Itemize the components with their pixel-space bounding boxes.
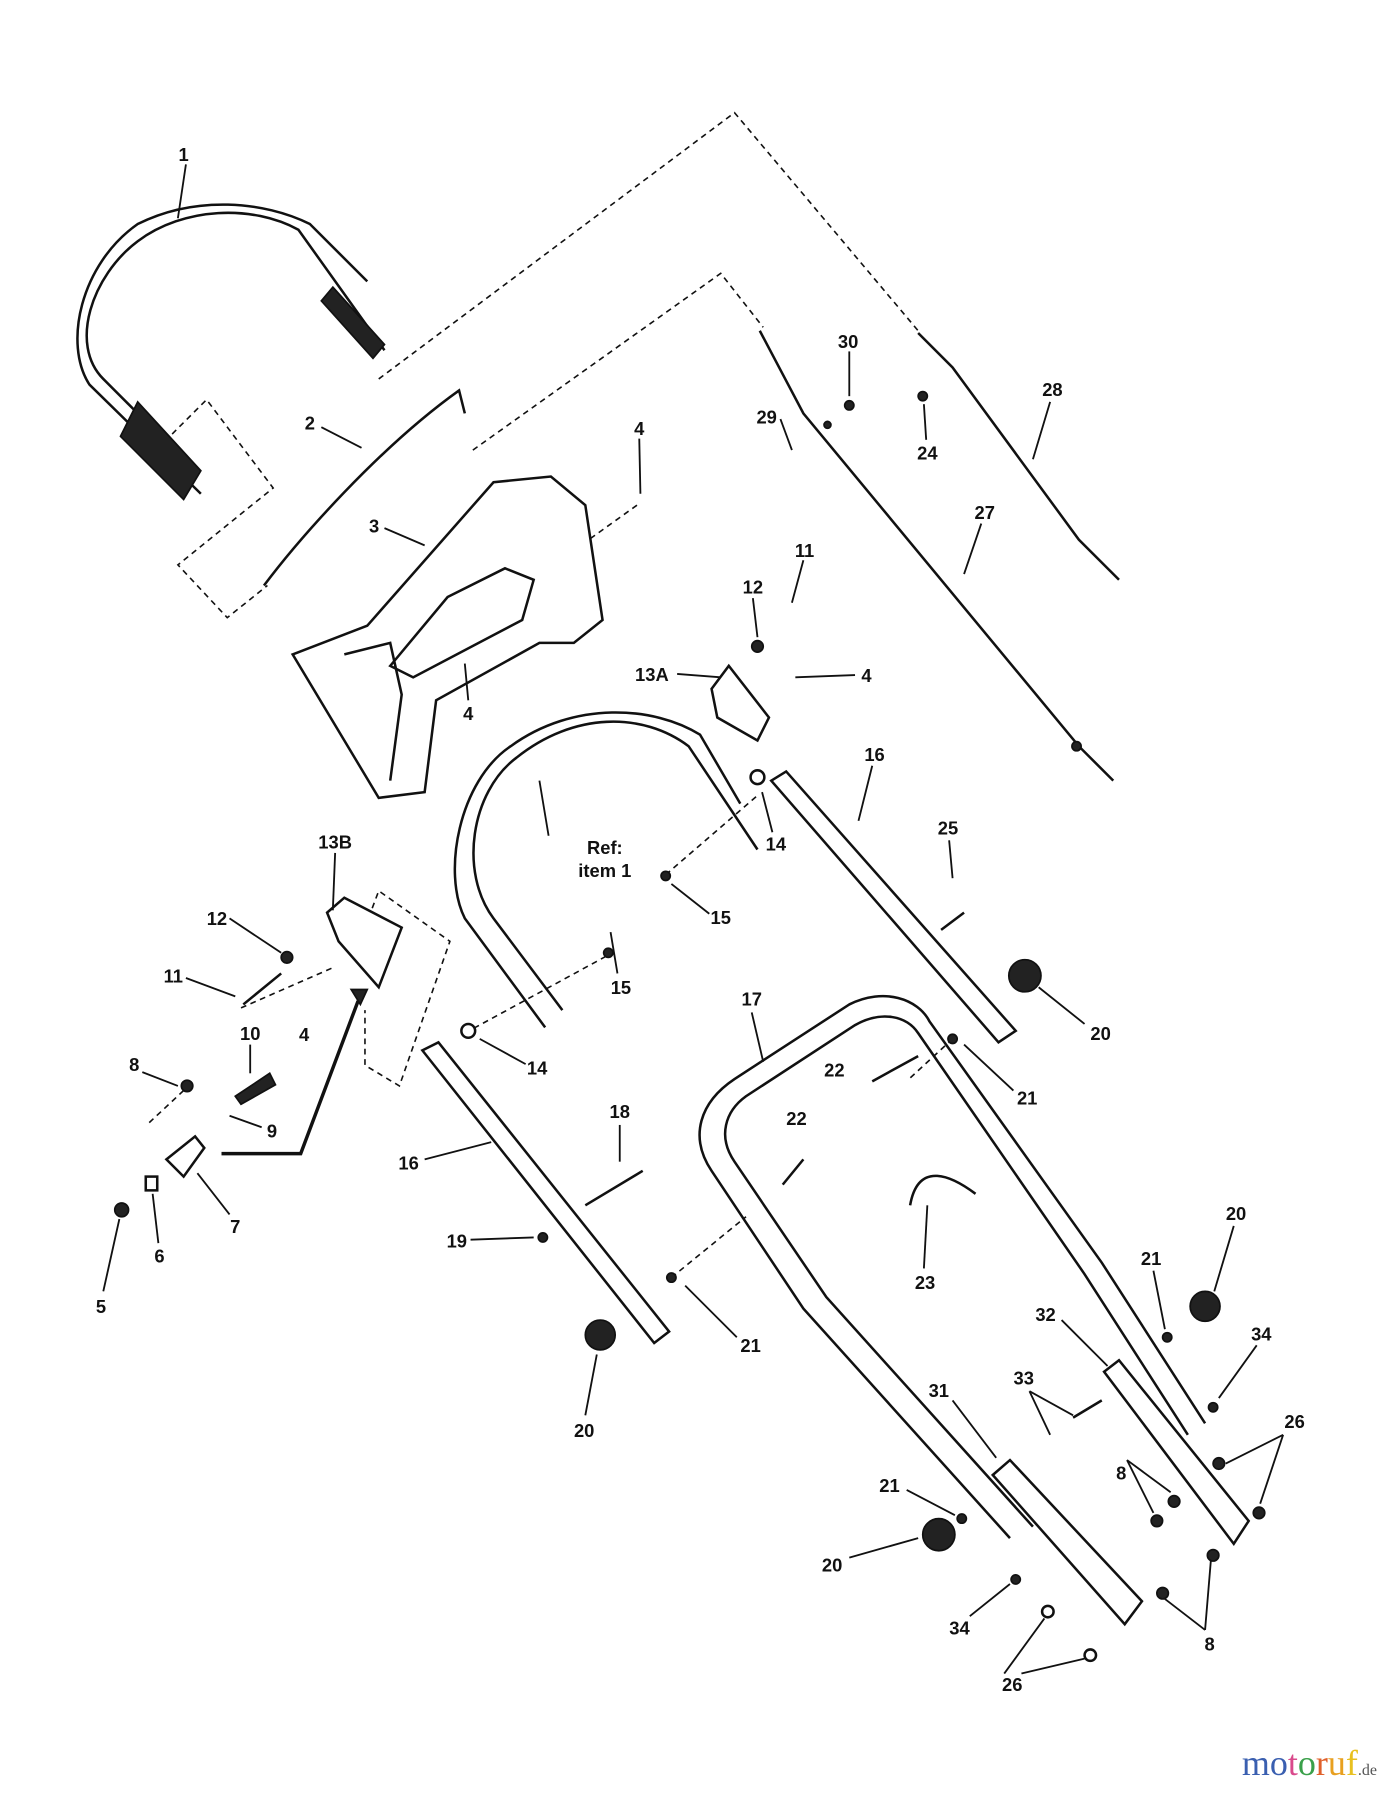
callout-label: 28 — [1042, 379, 1062, 400]
callout-label: 10 — [240, 1023, 260, 1044]
callout-label: 20 — [822, 1554, 842, 1575]
callout-label: 21 — [1017, 1087, 1037, 1108]
callout-label: 3 — [369, 516, 379, 537]
callout-label: 32 — [1035, 1304, 1055, 1325]
callout-label: 25 — [938, 818, 958, 839]
callout-label: 14 — [766, 834, 787, 855]
callout-label: 29 — [756, 407, 776, 428]
handle-bar-item-16 — [769, 769, 1018, 1044]
callout-label: 4 — [861, 665, 872, 686]
callout-label: 13A — [635, 664, 669, 685]
callout-label: 34 — [949, 1618, 970, 1639]
callout-label: 11 — [795, 540, 814, 561]
ref-handle — [453, 711, 759, 1029]
control-console-item-3 — [290, 475, 604, 800]
motoruf-watermark-logo: motoruf.de — [1241, 1743, 1377, 1783]
dashed-guides — [148, 111, 954, 1279]
callout-label: 26 — [1002, 1674, 1022, 1695]
callout-label: 23 — [915, 1272, 935, 1293]
cables-items-27-28 — [758, 330, 1120, 782]
fasteners — [113, 390, 1266, 1663]
callout-label: 20 — [1090, 1023, 1110, 1044]
callout-label: 12 — [743, 577, 763, 598]
callout-label: 7 — [230, 1216, 240, 1237]
leader-lines — [102, 164, 1284, 1675]
callout-label: 9 — [267, 1121, 277, 1142]
callout-labels: 1 2 3 4 4 30 29 24 28 27 11 12 13A 4 16 … — [96, 144, 1305, 1695]
bracket-item-13B — [325, 896, 404, 990]
callout-label: 34 — [1251, 1324, 1272, 1345]
callout-label: 4 — [463, 703, 474, 724]
bracket-item-31 — [990, 1458, 1144, 1627]
bracket-item-32 — [1102, 1358, 1251, 1547]
callout-label: 20 — [574, 1420, 594, 1441]
callout-label: Ref: — [587, 837, 623, 858]
callout-label: 21 — [740, 1335, 760, 1356]
callout-label: 31 — [929, 1380, 949, 1401]
lower-frame-item-17 — [698, 994, 1207, 1539]
callout-label: 21 — [879, 1475, 899, 1496]
callout-label: 11 — [164, 966, 183, 987]
callout-label: 19 — [447, 1231, 467, 1252]
callout-label: 16 — [398, 1153, 418, 1174]
callout-label: 24 — [917, 442, 938, 463]
callout-label: 8 — [1116, 1463, 1126, 1484]
callout-label: 30 — [838, 331, 858, 352]
callout-label: 2 — [305, 412, 315, 433]
callout-label: 18 — [610, 1101, 630, 1122]
callout-label: 4 — [299, 1024, 310, 1045]
callout-label: 22 — [824, 1060, 844, 1081]
callout-label: 27 — [975, 502, 995, 523]
callout-label: 15 — [611, 977, 631, 998]
callout-label: 15 — [711, 907, 731, 928]
callout-label: 26 — [1284, 1411, 1304, 1432]
callout-label: 21 — [1141, 1248, 1161, 1269]
callout-label: 1 — [179, 144, 189, 165]
callout-label: 14 — [527, 1057, 548, 1078]
callout-label: 8 — [1205, 1634, 1215, 1655]
callout-label: 6 — [154, 1246, 164, 1267]
handle-bar-item-16 — [420, 1040, 671, 1345]
callout-label: 16 — [864, 744, 884, 765]
callout-label: 4 — [634, 418, 645, 439]
callout-label: 5 — [96, 1296, 106, 1317]
callout-label: 12 — [207, 908, 227, 929]
bracket-item-13A — [710, 663, 771, 743]
callout-label: item 1 — [578, 860, 631, 881]
callout-label: 22 — [786, 1108, 806, 1129]
upper-handle-item-1 — [76, 203, 386, 501]
callout-label: 33 — [1014, 1367, 1034, 1388]
control-rod-item-2 — [262, 388, 467, 587]
callout-label: 8 — [129, 1054, 139, 1075]
callout-label: 20 — [1226, 1203, 1246, 1224]
callout-label: 13B — [318, 831, 352, 852]
callout-label: 17 — [742, 989, 762, 1010]
